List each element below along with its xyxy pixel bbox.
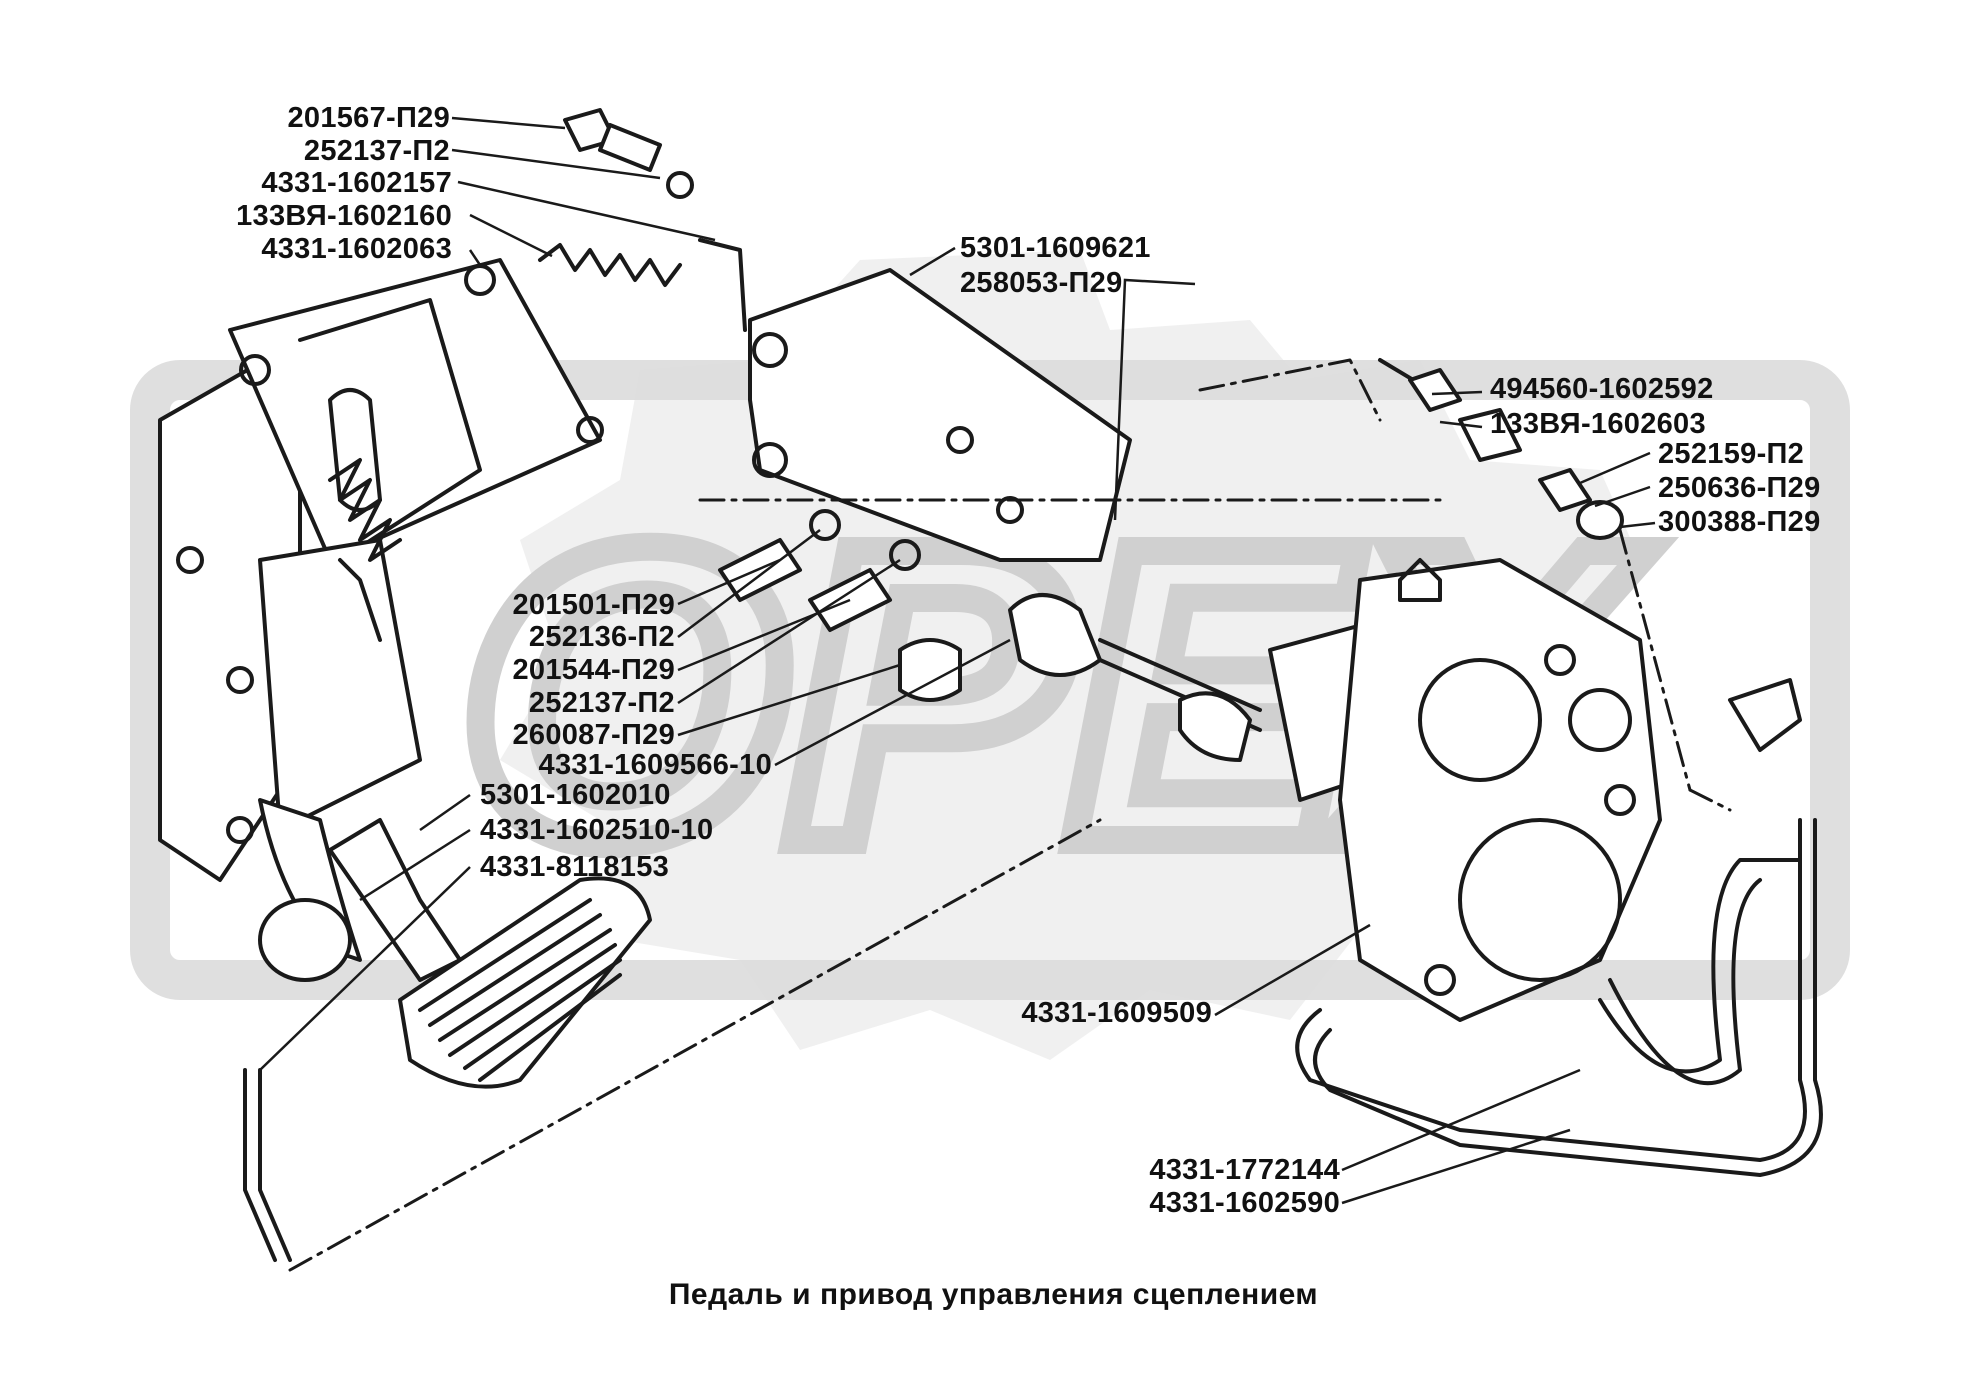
label-part-4331-1602590: 4331-1602590 bbox=[1149, 1187, 1340, 1219]
label-part-260087-p29: 260087-П29 bbox=[512, 719, 675, 751]
push-rod bbox=[1008, 593, 1262, 762]
label-part-300388-p29: 300388-П29 bbox=[1658, 506, 1821, 538]
label-part-133vya-1602160: 133ВЯ-1602160 bbox=[236, 200, 452, 232]
pedal-lever bbox=[258, 798, 462, 982]
leader-lines bbox=[259, 116, 1656, 1205]
clutch-booster bbox=[1268, 558, 1662, 1022]
pedal-bracket bbox=[158, 258, 604, 882]
label-part-201567-p29: 201567-П29 bbox=[287, 102, 450, 134]
label-part-4331-1602157: 4331-1602157 bbox=[261, 167, 452, 199]
pedal-pad bbox=[398, 876, 652, 1089]
label-part-133vya-1602603: 133ВЯ-1602603 bbox=[1490, 408, 1706, 440]
label-part-4331-8118153: 4331-8118153 bbox=[480, 851, 670, 883]
label-part-252136-p2: 252136-П2 bbox=[528, 621, 675, 653]
top-bolt bbox=[563, 108, 694, 199]
label-part-5301-1602010: 5301-1602010 bbox=[480, 779, 671, 811]
assembly-lines bbox=[288, 358, 1732, 1272]
return-spring bbox=[328, 243, 682, 562]
label-part-201501-p29: 201501-П29 bbox=[512, 589, 675, 621]
bleeder-fittings bbox=[1378, 358, 1802, 752]
label-part-4331-1602510-10: 4331-1602510-10 bbox=[480, 814, 714, 846]
label-part-258053-p29: 258053-П29 bbox=[960, 267, 1123, 299]
hydraulic-lines bbox=[243, 818, 1823, 1262]
mounting-bracket bbox=[698, 238, 1132, 562]
label-part-250636-p29: 250636-П29 bbox=[1658, 472, 1821, 504]
label-part-252137-p2: 252137-П2 bbox=[303, 135, 450, 167]
label-part-4331-1772144: 4331-1772144 bbox=[1149, 1154, 1340, 1186]
diagram-caption: Педаль и привод управления сцеплением bbox=[668, 1278, 1319, 1311]
label-part-494560-1602592: 494560-1602592 bbox=[1490, 373, 1714, 405]
label-part-4331-1609509: 4331-1609509 bbox=[1021, 997, 1212, 1029]
label-part-252137-p2-center: 252137-П2 bbox=[528, 687, 675, 719]
label-part-4331-1609566-10: 4331-1609566-10 bbox=[538, 749, 772, 781]
label-part-5301-1609621: 5301-1609621 bbox=[960, 232, 1151, 264]
label-part-201544-p29: 201544-П29 bbox=[512, 654, 675, 686]
label-part-252159-p2: 252159-П2 bbox=[1658, 438, 1805, 470]
label-part-4331-1602063: 4331-1602063 bbox=[261, 233, 452, 265]
